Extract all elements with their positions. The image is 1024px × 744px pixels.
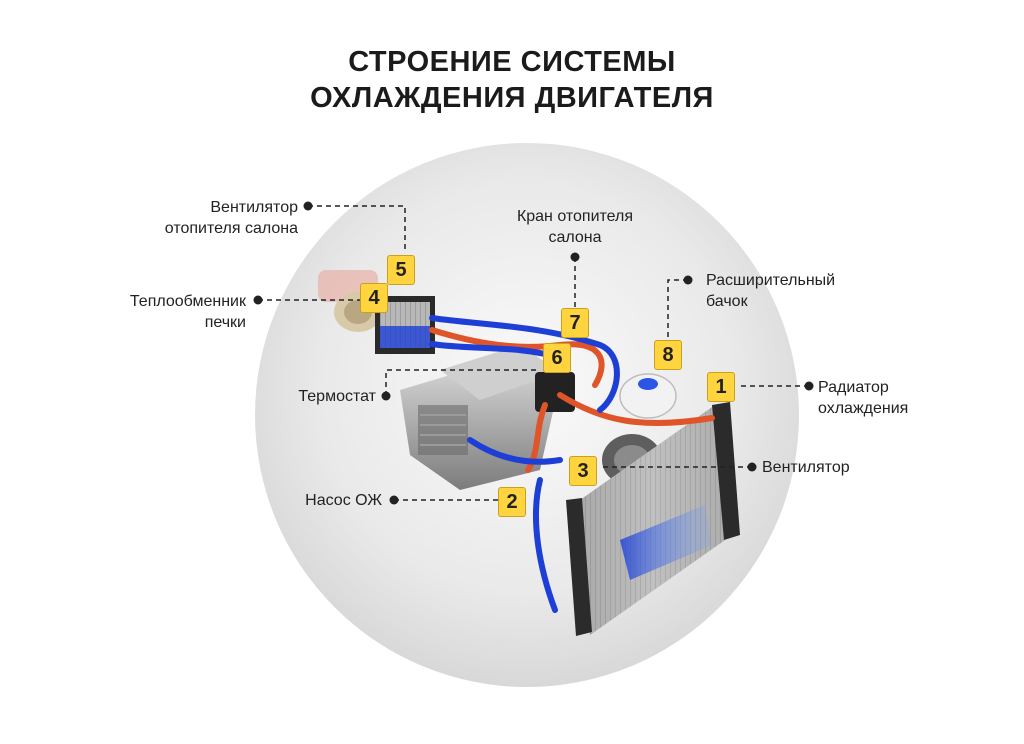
label-expansion-tank-line-1: Расширительный bbox=[706, 272, 836, 289]
radiator-graphic bbox=[566, 402, 740, 636]
label-heater-fan-line-1: Вентилятор bbox=[210, 199, 298, 216]
label-heater-core-line-1: Теплообменник bbox=[129, 293, 246, 310]
badge-5: 5 bbox=[387, 255, 415, 285]
label-radiator-line-2: охлаждения bbox=[818, 400, 909, 417]
badge-7: 7 bbox=[561, 308, 589, 338]
label-coolant-pump-line-1: Насос ОЖ bbox=[305, 492, 382, 509]
label-heater-fan: Вентилятор отопителя салона bbox=[120, 197, 298, 239]
label-heater-valve-line-2: салона bbox=[548, 229, 602, 246]
title-line-2: ОХЛАЖДЕНИЯ ДВИГАТЕЛЯ bbox=[310, 82, 714, 114]
diagram-title: СТРОЕНИЕ СИСТЕМЫ ОХЛАЖДЕНИЯ ДВИГАТЕЛЯ bbox=[0, 44, 1024, 116]
label-fan: Вентилятор bbox=[762, 457, 882, 478]
label-coolant-pump: Насос ОЖ bbox=[260, 490, 382, 511]
label-heater-core-line-2: печки bbox=[204, 314, 246, 331]
label-radiator-line-1: Радиатор bbox=[818, 379, 889, 396]
label-heater-valve-line-1: Кран отопителя bbox=[516, 208, 634, 225]
label-expansion-tank-line-2: бачок bbox=[706, 293, 748, 310]
badge-3: 3 bbox=[569, 456, 597, 486]
leader-lines bbox=[258, 205, 809, 501]
label-thermostat-line-1: Термостат bbox=[298, 388, 376, 405]
label-heater-fan-line-2: отопителя салона bbox=[164, 220, 298, 237]
leader-dots bbox=[253, 201, 814, 505]
badge-4: 4 bbox=[360, 283, 388, 313]
label-fan-line-1: Вентилятор bbox=[762, 459, 850, 476]
label-heater-valve: Кран отопителя салона bbox=[495, 206, 655, 248]
badge-2: 2 bbox=[498, 487, 526, 517]
expansion-tank-graphic bbox=[619, 373, 677, 419]
label-expansion-tank: Расширительный бачок bbox=[706, 270, 876, 312]
label-heater-core: Теплообменник печки bbox=[90, 291, 246, 333]
badge-8: 8 bbox=[654, 340, 682, 370]
label-radiator: Радиатор охлаждения bbox=[818, 377, 948, 419]
badge-1: 1 bbox=[707, 372, 735, 402]
title-line-1: СТРОЕНИЕ СИСТЕМЫ bbox=[348, 46, 676, 78]
label-thermostat: Термостат bbox=[260, 386, 376, 407]
badge-6: 6 bbox=[543, 343, 571, 373]
